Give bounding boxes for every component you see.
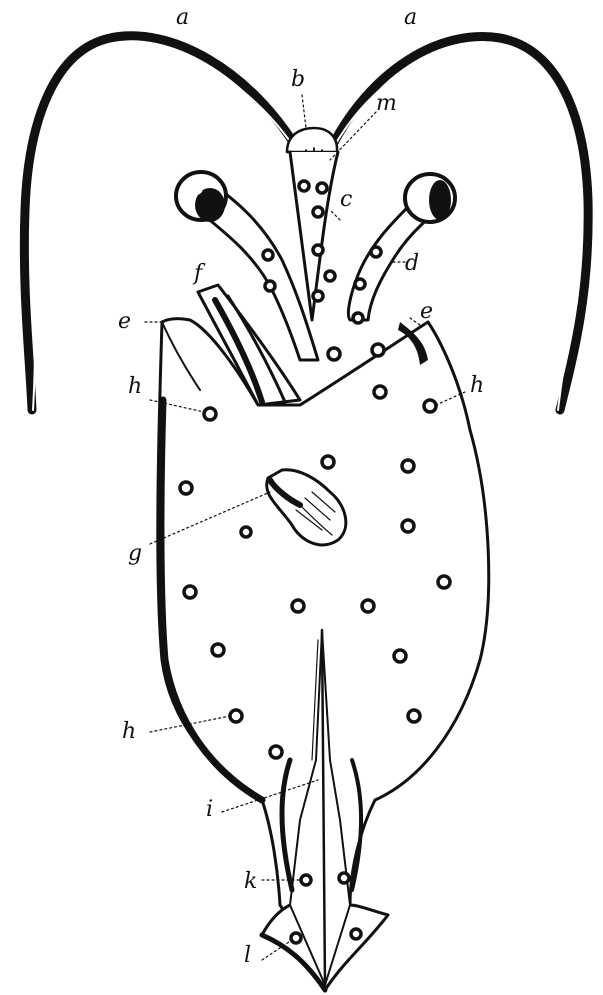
label-f: f: [192, 261, 206, 286]
label-d: d: [405, 251, 419, 276]
label-g: g: [128, 541, 142, 566]
label-h-left-lower: h: [122, 719, 136, 744]
label-h-right-upper: h: [470, 373, 484, 398]
label-e-right: e: [420, 299, 433, 324]
label-h-left-upper: h: [128, 374, 142, 399]
label-i: i: [206, 797, 213, 822]
label-a-right: a: [404, 5, 417, 30]
label-k: k: [244, 869, 257, 894]
label-c: c: [340, 187, 352, 212]
label-b: b: [291, 67, 305, 92]
right-eye-stalk: [348, 174, 455, 320]
label-l: l: [244, 943, 251, 968]
right-tentacle: [330, 37, 588, 410]
label-a-left: a: [176, 5, 189, 30]
label-m: m: [376, 91, 397, 116]
label-e-left: e: [118, 309, 131, 334]
